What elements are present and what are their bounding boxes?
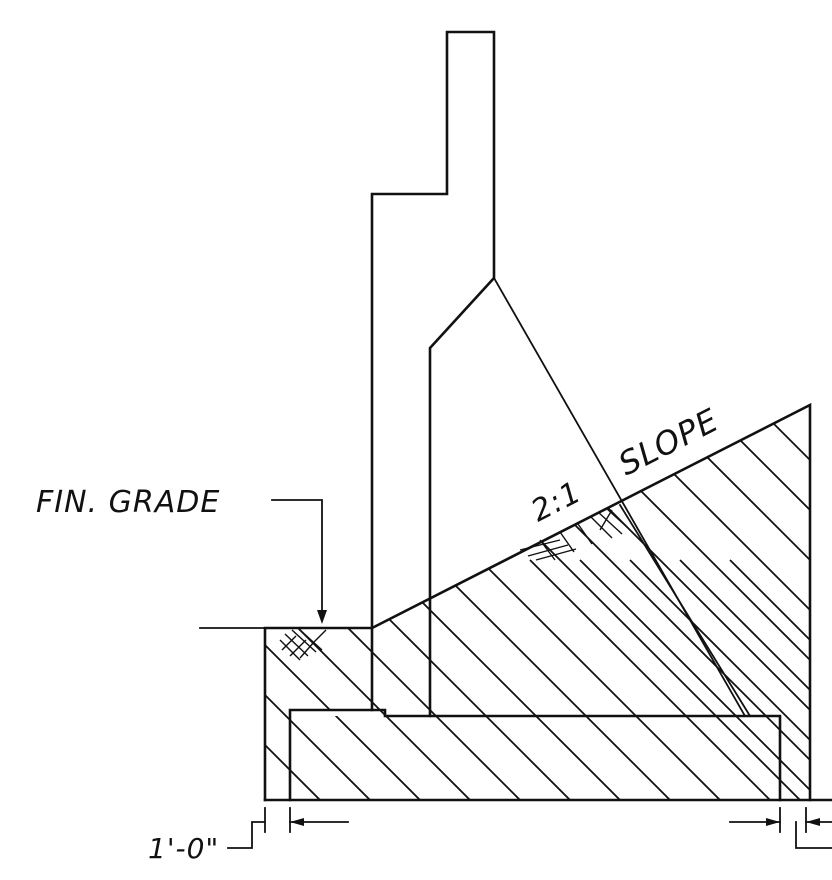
wall-back-batter (492, 276, 747, 718)
grass-symbol-left (279, 629, 327, 661)
dim-left-arrowhead (290, 818, 304, 826)
fin-grade-arrowhead (317, 610, 327, 624)
wall-stem-outline (370, 30, 496, 718)
fin-grade-leader (271, 499, 323, 619)
left-soil-boundary (263, 626, 374, 802)
dim-left-leader (227, 821, 266, 849)
dim-right-arrowhead (766, 818, 780, 826)
dim-left-label: 1'-0" (148, 832, 219, 865)
fin-grade-label: FIN. GRADE (36, 485, 220, 520)
dim-right-leader-2 (795, 821, 832, 849)
dim-right-inner-arrow (806, 818, 820, 826)
backfill-slope-line (370, 402, 812, 802)
batter-lower-segment (618, 503, 752, 718)
slope-ratio-label: 2:1 (526, 475, 588, 529)
footing-outline (288, 708, 782, 802)
grass-symbol-slope (519, 507, 629, 561)
slope-word-label: SLOPE (612, 401, 724, 483)
